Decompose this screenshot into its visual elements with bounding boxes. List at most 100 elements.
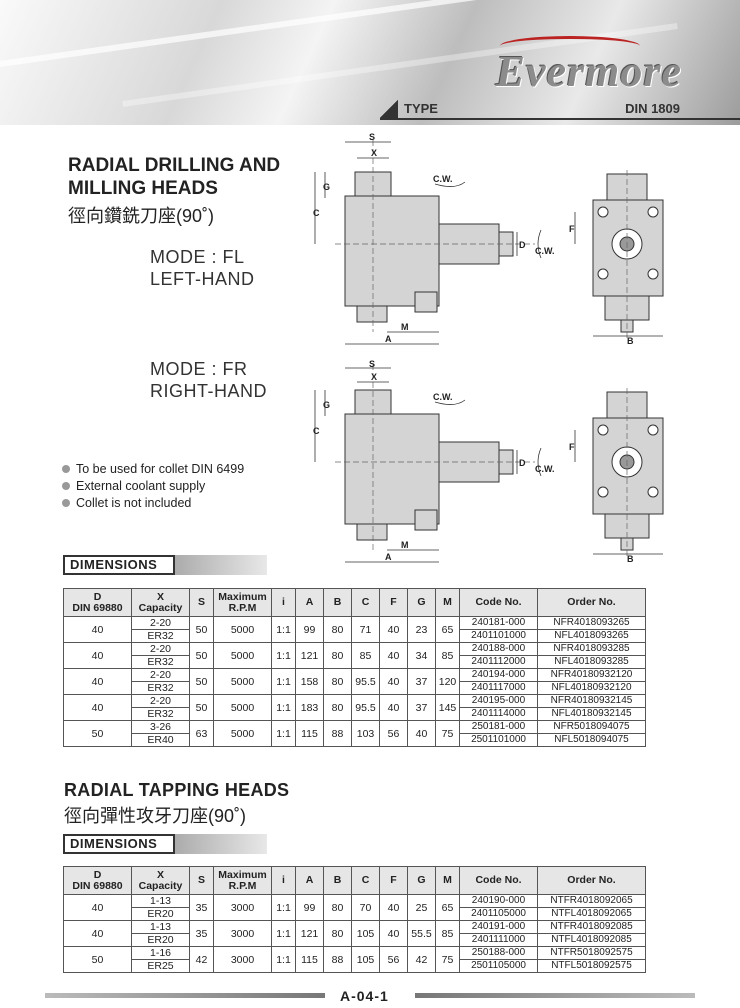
cell-c: 95.5 (351, 694, 380, 721)
col-s: S (189, 866, 214, 895)
feature-item: External coolant supply (62, 478, 244, 495)
cell-f: 56 (379, 720, 408, 747)
cell-i: 1:1 (271, 920, 296, 947)
cell-m: 65 (435, 616, 460, 643)
cell-s: 35 (189, 920, 214, 947)
cell-g: 55.5 (407, 920, 436, 947)
cell-m: 75 (435, 946, 460, 973)
svg-text:C: C (313, 208, 320, 218)
svg-text:G: G (323, 400, 330, 410)
cell-a: 115 (295, 946, 324, 973)
cell-code: 250181-000 (459, 720, 538, 734)
col-g: G (407, 866, 436, 895)
cell-code: 2401114000 (459, 707, 538, 721)
cell-order: NFL4018093285 (537, 655, 646, 669)
cell-order: NFR5018094075 (537, 720, 646, 734)
cell-code: 2401112000 (459, 655, 538, 669)
cell-x: ER20 (131, 933, 190, 947)
svg-text:A: A (385, 334, 392, 344)
cell-code: 240190-000 (459, 894, 538, 908)
cell-order: NFR4018093285 (537, 642, 646, 656)
col-c: C (351, 866, 380, 895)
cell-order: NTFR4018092065 (537, 894, 646, 908)
cell-a: 183 (295, 694, 324, 721)
cell-rpm: 5000 (213, 694, 272, 721)
cell-code: 2401111000 (459, 933, 538, 947)
svg-text:C.W.: C.W. (433, 174, 453, 184)
fl-front-drawing: F C.W. B (535, 170, 664, 345)
section1-title: RADIAL DRILLING AND MILLING HEADS (68, 155, 281, 199)
col-i: i (271, 588, 296, 617)
cell-g: 40 (407, 720, 436, 747)
cell-x: 1-13 (131, 920, 190, 934)
din-label: DIN 1809 (625, 101, 680, 116)
cell-order: NFL5018094075 (537, 733, 646, 747)
svg-text:C.W.: C.W. (535, 464, 555, 474)
cell-i: 1:1 (271, 894, 296, 921)
cell-x: ER32 (131, 707, 190, 721)
cell-g: 37 (407, 694, 436, 721)
cell-a: 115 (295, 720, 324, 747)
cell-s: 50 (189, 642, 214, 669)
section2-title: RADIAL TAPPING HEADS (64, 780, 290, 800)
cell-x: 2-20 (131, 668, 190, 682)
svg-text:G: G (323, 182, 330, 192)
cell-d: 40 (63, 616, 132, 643)
header-banner: Evermore TYPE DIN 1809 (0, 0, 740, 125)
cell-c: 105 (351, 946, 380, 973)
cell-code: 240195-000 (459, 694, 538, 708)
cell-rpm: 3000 (213, 946, 272, 973)
cell-x: 2-20 (131, 616, 190, 630)
cell-x: ER25 (131, 959, 190, 973)
cell-order: NFR4018093265 (537, 616, 646, 630)
cell-g: 37 (407, 668, 436, 695)
cell-code: 2401117000 (459, 681, 538, 695)
cell-c: 95.5 (351, 668, 380, 695)
feature-item: To be used for collet DIN 6499 (62, 461, 244, 478)
cell-b: 88 (323, 720, 352, 747)
svg-text:D: D (519, 240, 526, 250)
cell-a: 99 (295, 894, 324, 921)
cell-x: ER40 (131, 733, 190, 747)
cell-i: 1:1 (271, 642, 296, 669)
cell-a: 121 (295, 920, 324, 947)
dimensions-tab-1: DIMENSIONS (63, 555, 267, 577)
cell-code: 2501101000 (459, 733, 538, 747)
cell-d: 40 (63, 642, 132, 669)
cell-code: 2401101000 (459, 629, 538, 643)
feature-list: To be used for collet DIN 6499 External … (62, 461, 244, 512)
cell-c: 70 (351, 894, 380, 921)
cell-m: 85 (435, 642, 460, 669)
section2-title-cn: 徑向彈性攻牙刀座(90˚) (64, 806, 247, 826)
svg-text:B: B (627, 336, 634, 345)
cell-rpm: 5000 (213, 642, 272, 669)
svg-text:D: D (519, 458, 526, 468)
cell-a: 121 (295, 642, 324, 669)
cell-x: ER32 (131, 655, 190, 669)
cell-f: 56 (379, 946, 408, 973)
cell-a: 158 (295, 668, 324, 695)
cell-code: 240181-000 (459, 616, 538, 630)
cell-c: 71 (351, 616, 380, 643)
cell-f: 40 (379, 642, 408, 669)
cell-c: 103 (351, 720, 380, 747)
cell-order: NFL40180932145 (537, 707, 646, 721)
col-c: C (351, 588, 380, 617)
cell-f: 40 (379, 894, 408, 921)
svg-text:C.W.: C.W. (535, 246, 555, 256)
col-f: F (379, 866, 408, 895)
cell-g: 23 (407, 616, 436, 643)
cell-b: 80 (323, 642, 352, 669)
